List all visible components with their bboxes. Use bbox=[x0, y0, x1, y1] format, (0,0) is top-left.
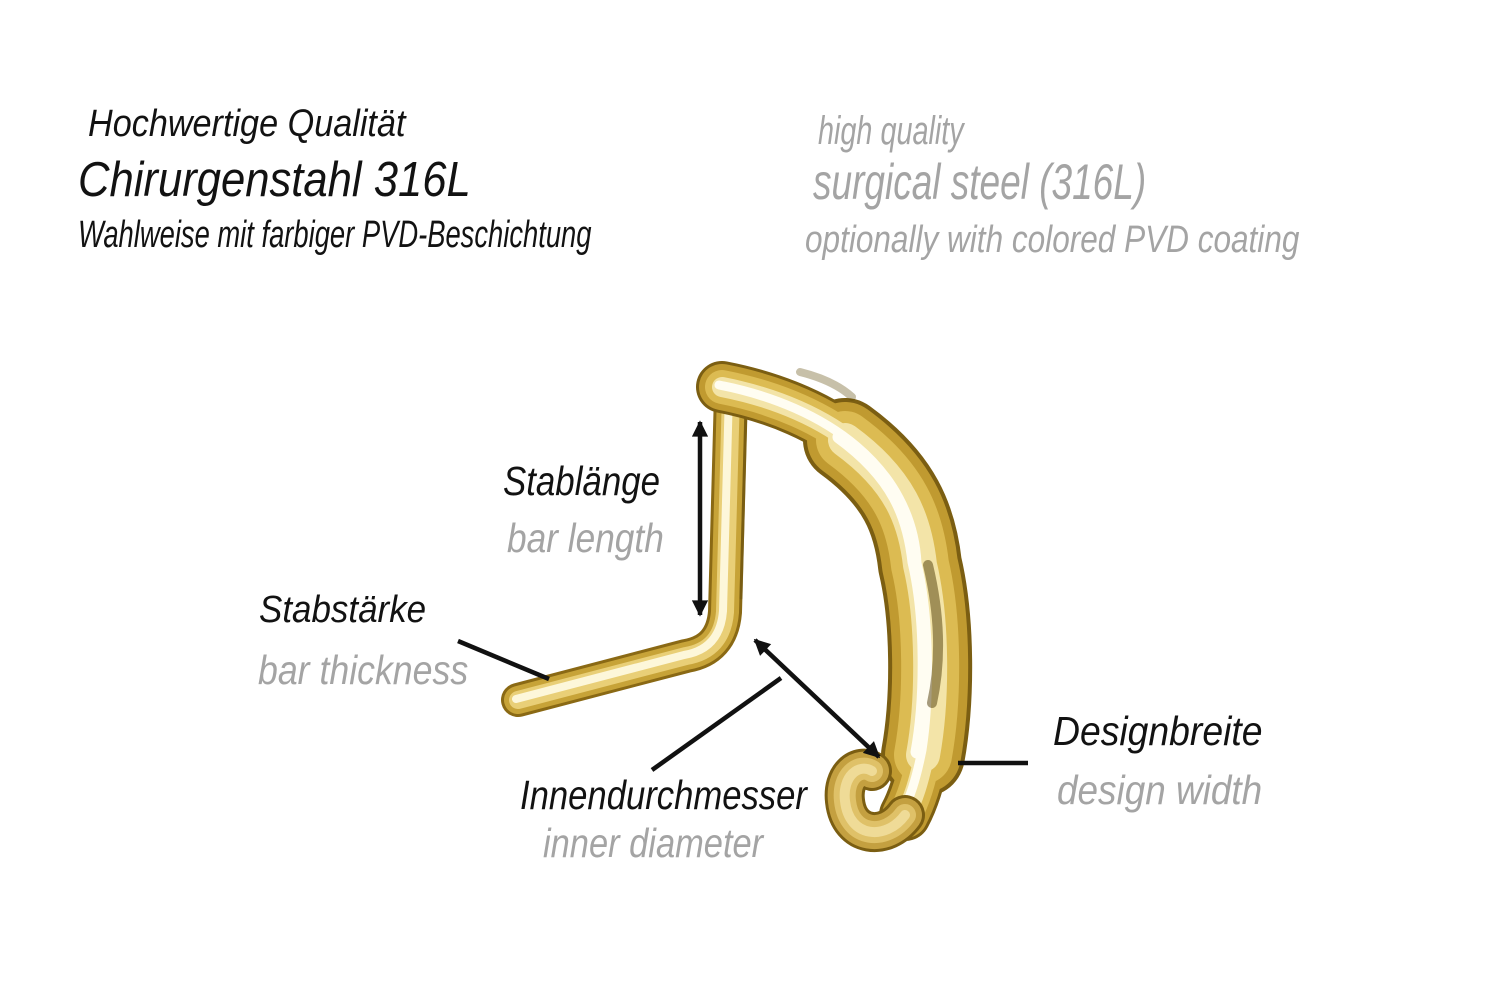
bar-edge-shadow bbox=[739, 402, 748, 600]
header-de-material: Chirurgenstahl 316L bbox=[78, 153, 471, 207]
label-inner-diameter-en: inner diameter bbox=[543, 820, 764, 866]
bar-thickness-leader bbox=[457, 638, 550, 682]
header-en-quality: high quality bbox=[818, 109, 964, 153]
label-design-width-en: design width bbox=[1057, 767, 1263, 813]
label-bar-thickness-de: Stabstärke bbox=[259, 589, 427, 631]
header-en-material: surgical steel (316L) bbox=[813, 154, 1147, 210]
bar-layer-highlight bbox=[512, 388, 733, 703]
header-en-coating: optionally with colored PVD coating bbox=[805, 219, 1300, 261]
inner-diameter-arrow bbox=[753, 638, 881, 759]
label-inner-diameter-de: Innendurchmesser bbox=[520, 772, 807, 818]
curve-bulge-highlight bbox=[832, 430, 931, 759]
curve-reflection-dark-top bbox=[796, 368, 856, 401]
curve-reflection-dark-right bbox=[923, 560, 943, 708]
curl-layer-cream bbox=[839, 763, 910, 838]
label-design-width-de: Designbreite bbox=[1053, 708, 1263, 754]
header-de-coating: Wahlweise mit farbiger PVD-Beschichtung bbox=[78, 214, 592, 256]
label-bar-thickness-en: bar thickness bbox=[258, 647, 469, 693]
annotation-arrows bbox=[457, 420, 1028, 772]
jewelry-curve bbox=[696, 361, 973, 841]
jewelry-curl bbox=[824, 748, 925, 852]
label-bar-length-en: bar length bbox=[507, 515, 664, 561]
jewelry bbox=[501, 361, 973, 852]
header-de-quality: Hochwertige Qualität bbox=[88, 103, 406, 145]
jewelry-bar bbox=[501, 376, 748, 717]
inner-diameter-leader bbox=[650, 676, 783, 772]
label-bar-length-de: Stablänge bbox=[503, 458, 660, 504]
